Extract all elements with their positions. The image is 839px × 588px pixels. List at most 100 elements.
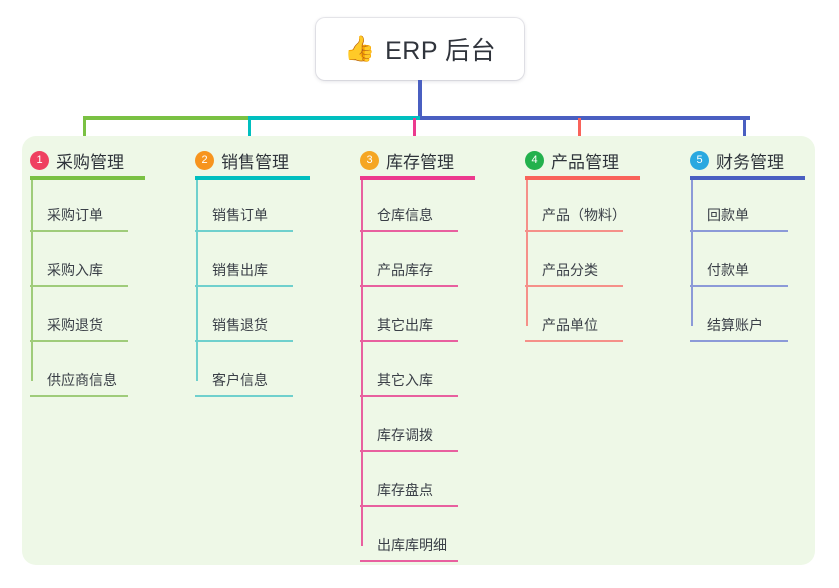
list-item[interactable]: 采购退货 [30, 308, 145, 342]
column-spine-3 [361, 180, 363, 546]
list-item-label: 出库库明细 [377, 537, 447, 553]
list-item-label: 库存盘点 [377, 482, 433, 498]
list-item[interactable]: 产品分类 [525, 253, 640, 287]
list-item[interactable]: 库存盘点 [360, 473, 475, 507]
column-spine-2 [196, 180, 198, 381]
list-item-underline [30, 230, 128, 232]
list-item[interactable]: 产品库存 [360, 253, 475, 287]
list-item-label: 采购订单 [47, 207, 103, 223]
list-item-underline [30, 285, 128, 287]
connector-stub-3 [413, 118, 416, 140]
column-spine-1 [31, 180, 33, 381]
list-item-label: 产品分类 [542, 262, 598, 278]
root-node-title: ERP 后台 [385, 37, 497, 65]
column-header-4[interactable]: 4 产品管理 [525, 148, 619, 173]
list-item-label: 客户信息 [212, 372, 268, 388]
list-item[interactable]: 产品（物料） [525, 198, 640, 232]
list-item-label: 仓库信息 [377, 207, 433, 223]
connector-stub-1 [83, 118, 86, 140]
list-item-underline [30, 395, 128, 397]
list-item[interactable]: 客户信息 [195, 363, 310, 397]
list-item[interactable]: 其它出库 [360, 308, 475, 342]
list-item[interactable]: 产品单位 [525, 308, 640, 342]
list-item-label: 其它出库 [377, 317, 433, 333]
list-item-label: 采购入库 [47, 262, 103, 278]
column-header-2[interactable]: 2 销售管理 [195, 148, 289, 173]
content-panel: 1 采购管理采购订单采购入库采购退货供应商信息 2 销售管理销售订单销售出库销售退货客… [22, 136, 815, 565]
column-title-2: 销售管理 [221, 153, 289, 172]
thumbs-up-icon: 👍 [343, 34, 376, 63]
trunk-connector [418, 80, 422, 118]
list-item-label: 销售订单 [212, 207, 268, 223]
list-item-underline [360, 505, 458, 507]
column-spine-4 [526, 180, 528, 326]
list-item-underline [30, 340, 128, 342]
connector-stub-2 [248, 118, 251, 140]
list-item-underline [360, 230, 458, 232]
list-item-label: 销售出库 [212, 262, 268, 278]
list-item[interactable]: 其它入库 [360, 363, 475, 397]
column-underline-5 [690, 176, 805, 180]
list-item[interactable]: 回款单 [690, 198, 805, 232]
list-item[interactable]: 供应商信息 [30, 363, 145, 397]
list-item-label: 供应商信息 [47, 372, 117, 388]
list-item[interactable]: 库存调拨 [360, 418, 475, 452]
list-item-label: 产品库存 [377, 262, 433, 278]
list-item-label: 回款单 [707, 207, 749, 223]
list-item[interactable]: 采购入库 [30, 253, 145, 287]
list-item-underline [360, 285, 458, 287]
column-header-3[interactable]: 3 库存管理 [360, 148, 454, 173]
list-item-underline [360, 340, 458, 342]
list-item-underline [195, 285, 293, 287]
column-badge-4: 4 [525, 151, 544, 170]
column-title-3: 库存管理 [386, 153, 454, 172]
list-item-label: 采购退货 [47, 317, 103, 333]
list-item-underline [525, 340, 623, 342]
column-badge-3: 3 [360, 151, 379, 170]
list-item[interactable]: 采购订单 [30, 198, 145, 232]
connector-segment-indigo [420, 116, 750, 120]
column-underline-3 [360, 176, 475, 180]
column-title-5: 财务管理 [716, 153, 784, 172]
list-item-underline [690, 340, 788, 342]
column-header-1[interactable]: 1 采购管理 [30, 148, 124, 173]
list-item-label: 付款单 [707, 262, 749, 278]
list-item[interactable]: 出库库明细 [360, 528, 475, 562]
connector-stub-4 [578, 118, 581, 140]
list-item[interactable]: 销售退货 [195, 308, 310, 342]
column-underline-2 [195, 176, 310, 180]
list-item[interactable]: 付款单 [690, 253, 805, 287]
list-item-underline [195, 230, 293, 232]
column-underline-1 [30, 176, 145, 180]
connector-segment-teal [248, 116, 420, 120]
root-node[interactable]: 👍 ERP 后台 [316, 18, 524, 80]
list-item-underline [525, 230, 623, 232]
list-item-underline [195, 340, 293, 342]
list-item-label: 产品（物料） [542, 207, 626, 223]
list-item-underline [195, 395, 293, 397]
list-item-underline [525, 285, 623, 287]
list-item-underline [360, 395, 458, 397]
list-item[interactable]: 销售订单 [195, 198, 310, 232]
column-spine-5 [691, 180, 693, 326]
list-item-underline [690, 285, 788, 287]
list-item-underline [360, 450, 458, 452]
list-item-label: 其它入库 [377, 372, 433, 388]
column-title-4: 产品管理 [551, 153, 619, 172]
column-badge-1: 1 [30, 151, 49, 170]
list-item[interactable]: 结算账户 [690, 308, 805, 342]
list-item-underline [690, 230, 788, 232]
list-item-label: 库存调拨 [377, 427, 433, 443]
list-item[interactable]: 销售出库 [195, 253, 310, 287]
column-header-5[interactable]: 5 财务管理 [690, 148, 784, 173]
list-item[interactable]: 仓库信息 [360, 198, 475, 232]
connector-stub-5 [743, 118, 746, 140]
list-item-label: 销售退货 [212, 317, 268, 333]
column-badge-2: 2 [195, 151, 214, 170]
column-badge-5: 5 [690, 151, 709, 170]
list-item-label: 结算账户 [707, 317, 763, 333]
column-underline-4 [525, 176, 640, 180]
list-item-underline [360, 560, 458, 562]
column-title-1: 采购管理 [56, 153, 124, 172]
